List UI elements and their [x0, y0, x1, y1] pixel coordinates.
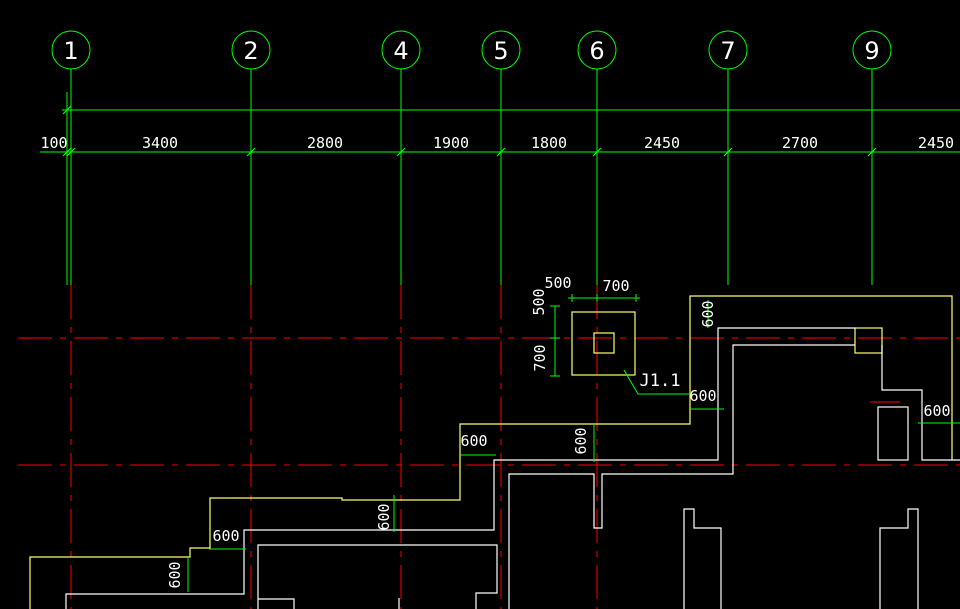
- axis-label: 9: [864, 37, 879, 65]
- wall-dim-label: 600: [923, 402, 950, 420]
- wall-dim-label: 600: [375, 503, 393, 530]
- wall-dim-label: 600: [166, 561, 184, 588]
- footing-dim-top-right: 700: [602, 277, 629, 295]
- axis-bubble-2[interactable]: 2: [231, 30, 271, 70]
- spacing-label: 1800: [531, 134, 567, 152]
- wall-dim-label: 600: [699, 300, 717, 327]
- footing-tag[interactable]: J1.1: [640, 371, 681, 391]
- spacing-label: 2700: [782, 134, 818, 152]
- axis-label: 1: [63, 37, 78, 65]
- spacing-label: 3400: [142, 134, 178, 152]
- footing-dim-top-left: 500: [544, 274, 571, 292]
- spacing-label: 2800: [307, 134, 343, 152]
- spacing-label: 2450: [918, 134, 954, 152]
- footing-labels: 500 700 500 700 J1.1: [530, 274, 680, 391]
- wall-dim-label: 600: [212, 527, 239, 545]
- axis-bubble-5[interactable]: 5: [481, 30, 521, 70]
- wall-dim-label: 600: [689, 387, 716, 405]
- wall-dimension-labels: 600 600 600 600 600 600 600 600: [166, 300, 951, 588]
- spacing-label: 2450: [644, 134, 680, 152]
- axis-bubble-6[interactable]: 6: [577, 30, 617, 70]
- axis-bubble-1[interactable]: 1: [51, 30, 91, 70]
- footing-outlines: [29, 295, 953, 609]
- axis-label: 2: [243, 37, 258, 65]
- axis-bubble-9[interactable]: 9: [852, 30, 892, 70]
- wall-dim-label: 600: [460, 432, 487, 450]
- spacing-label: 100: [40, 134, 67, 152]
- axis-label: 4: [393, 37, 408, 65]
- center-lines: [18, 285, 960, 609]
- axis-label: 6: [589, 37, 604, 65]
- axis-label: 5: [493, 37, 508, 65]
- wall-dim-label: 600: [572, 427, 590, 454]
- footing-j1-1[interactable]: [571, 311, 636, 376]
- dimension-lines: [40, 105, 960, 157]
- footing-dim-left-lower: 700: [531, 344, 549, 371]
- spacing-label: 1900: [433, 134, 469, 152]
- axis-bubbles: 1 2 4 5 6 7 9: [51, 30, 892, 70]
- axis-label: 7: [720, 37, 735, 65]
- axis-bubble-4[interactable]: 4: [381, 30, 421, 70]
- axis-spacing-labels: 100 3400 2800 1900 1800 2450 2700 2450: [40, 134, 954, 152]
- wall-outlines: [65, 327, 960, 609]
- footing-dim-left-upper: 500: [530, 288, 548, 315]
- footing-dimension-lines: [187, 294, 960, 592]
- axis-lines: [66, 69, 873, 285]
- axis-bubble-7[interactable]: 7: [708, 30, 748, 70]
